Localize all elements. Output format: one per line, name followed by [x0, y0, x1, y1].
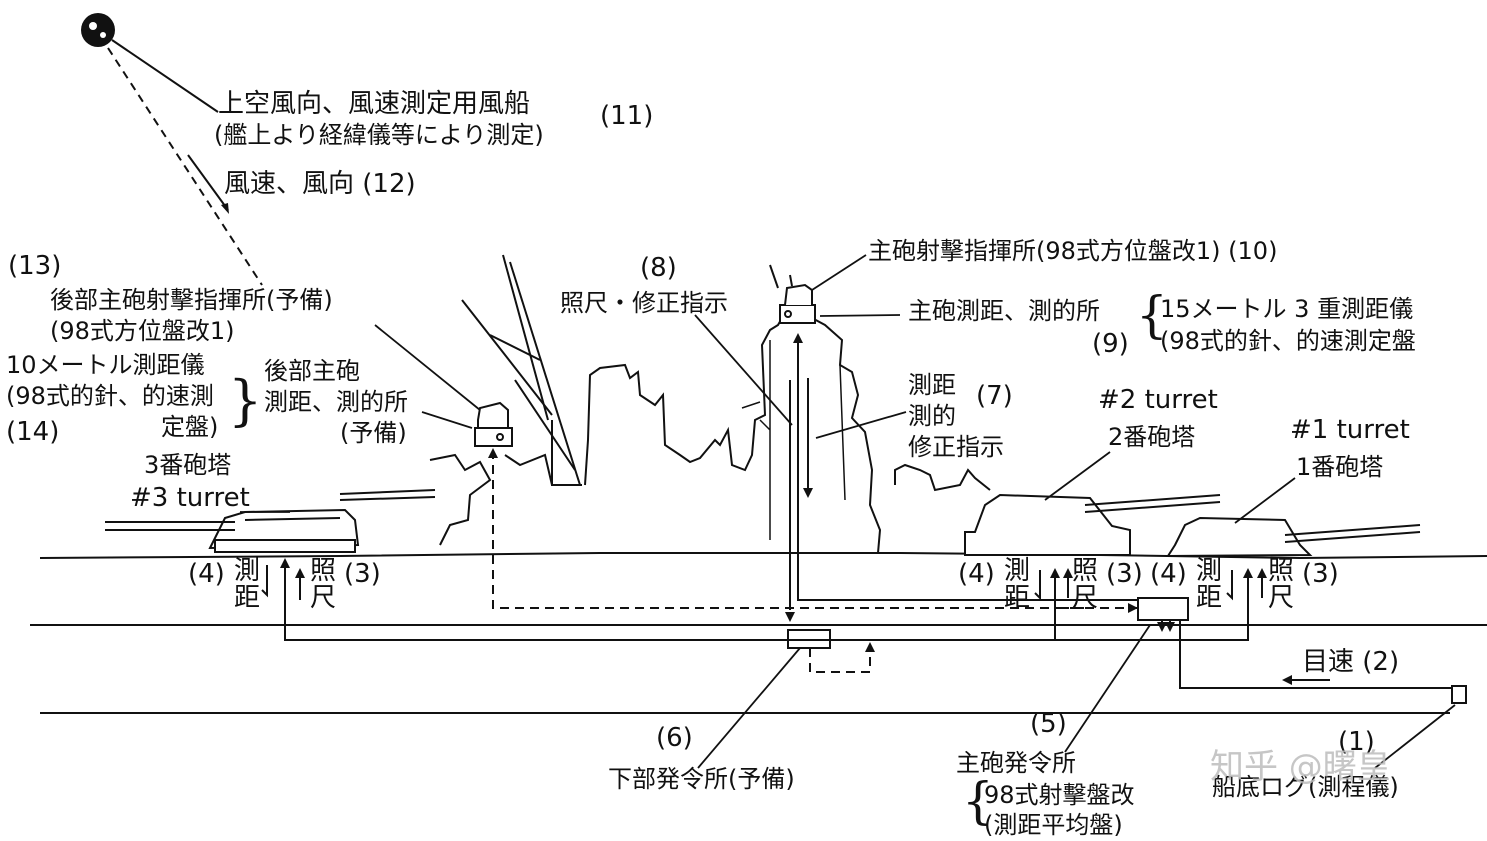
rf10-line1: 10メートル測距儀 — [6, 351, 205, 379]
balloon-number: (11) — [600, 101, 654, 131]
rf10-brace: } — [228, 369, 263, 432]
wind-balloon — [81, 13, 263, 286]
ranging-label: 測距 測的 修正指示 — [908, 370, 1004, 464]
ranging-line3: 修正指示 — [908, 433, 1004, 462]
watermark: 知乎 @曙皇 — [1210, 747, 1391, 787]
t3-ranging-char1: 測 — [234, 556, 261, 586]
t2-ranging-char2: 距 — [1004, 583, 1031, 614]
rf10-line3: 定盤) — [161, 413, 219, 442]
main-station-sub2: (測距平均盤) — [984, 811, 1123, 839]
t3-sight-char2: 尺 — [310, 583, 337, 614]
number-9: (9) — [1092, 329, 1129, 359]
t1-number-3: (3) — [1302, 559, 1339, 589]
number-13: (13) — [8, 251, 62, 281]
leader-lines — [240, 254, 1456, 769]
balloon-label-line1: 上空風向、風速測定用風船 — [218, 89, 531, 119]
main-director — [769, 264, 816, 324]
t3-sight-char1: 照 — [310, 556, 337, 586]
sight-correction-label: 照尺・修正指示 — [560, 289, 728, 317]
aft-director-label: 後部主砲射擊指揮所(予備) — [50, 286, 333, 314]
number-7: (7) — [976, 381, 1013, 411]
aft-rangefinder-label: 後部主砲 測距、測的所 (予備) — [264, 356, 408, 450]
t2-number-3: (3) — [1106, 559, 1143, 589]
turret-3-en-label: #3 turret — [130, 483, 250, 513]
balloon-sub-label: (艦上より経緯儀等により測定) — [214, 121, 544, 149]
t2-sight-vertical: 照 尺 — [1072, 556, 1099, 614]
rf15-sub-label: (98式的針、的速測定盤 — [1160, 327, 1416, 355]
aft-rf-line1: 後部主砲 — [264, 357, 360, 385]
aft-director-sub-label: (98式方位盤改1) — [50, 317, 235, 345]
number-5: (5) — [1030, 709, 1067, 739]
t3-ranging-char2: 距 — [234, 583, 261, 614]
rf10-line2: (98式的針、的速測 — [6, 382, 214, 411]
rf15-brace: { — [1136, 286, 1168, 344]
t2-number-4: (4) — [958, 559, 995, 589]
turret-1 — [1166, 516, 1421, 558]
log-box — [1451, 685, 1467, 704]
log-label: 船底ログ(測程儀) — [1212, 773, 1399, 801]
wind-label: 風速、風向 (12) — [224, 169, 416, 199]
main-rangefinder-label: 主砲測距、測的所 — [908, 297, 1100, 325]
t1-number-4: (4) — [1150, 559, 1187, 589]
balloon-label: 上空風向、風速測定用風船 — [218, 89, 531, 120]
t2-ranging-vertical: 測 距 — [1004, 556, 1031, 614]
signal-lines — [284, 335, 1452, 689]
dashed-lines — [492, 450, 1138, 673]
number-8: (8) — [640, 253, 677, 283]
aft-director — [474, 401, 513, 447]
rf10-label: 10メートル測距儀 (98式的針、的速測 定盤) — [6, 350, 218, 444]
t3-number-3: (3) — [344, 559, 381, 589]
main-station-sub1: 98式射擊盤改 — [984, 781, 1135, 809]
superstructure — [429, 317, 991, 554]
aft-rf-line3: (予備) — [340, 419, 407, 448]
aft-rf-line2: 測距、測的所 — [264, 388, 408, 417]
number-14: (14) — [6, 417, 60, 447]
number-1: (1) — [1338, 727, 1375, 757]
t2-sight-char2: 尺 — [1072, 583, 1099, 614]
t1-ranging-char1: 測 — [1196, 556, 1223, 586]
bridge-tower-lines — [741, 340, 846, 540]
turret-2 — [964, 493, 1221, 556]
ranging-line2: 測的 — [908, 402, 956, 431]
deck-line — [39, 552, 1487, 560]
turret-3-jp-label: 3番砲塔 — [144, 451, 232, 479]
turret-1-jp-label: 1番砲塔 — [1296, 453, 1384, 481]
turret-2-en-label: #2 turret — [1098, 385, 1218, 415]
lower-station-label: 下部発令所(予備) — [608, 765, 795, 793]
turret-2-jp-label: 2番砲塔 — [1108, 423, 1196, 451]
turret-3 — [105, 489, 436, 553]
t1-ranging-char2: 距 — [1196, 583, 1223, 614]
main-director-label: 主砲射擊指揮所(98式方位盤改1) (10) — [868, 237, 1278, 265]
t2-sight-char1: 照 — [1072, 556, 1099, 586]
t3-ranging-vertical: 測 距 — [234, 556, 261, 614]
t2-ranging-char1: 測 — [1004, 556, 1031, 586]
number-6: (6) — [656, 723, 693, 753]
t1-ranging-vertical: 測 距 — [1196, 556, 1223, 614]
ranging-ticks — [261, 565, 1263, 601]
ranging-line1: 測距 — [908, 371, 956, 399]
target-speed-label: 目速 (2) — [1302, 647, 1400, 677]
main-station-label: 主砲発令所 — [956, 749, 1076, 777]
main-station-brace: { — [962, 772, 994, 830]
t3-sight-vertical: 照 尺 — [310, 556, 337, 614]
main-station-box — [1137, 597, 1189, 621]
t1-sight-char2: 尺 — [1268, 583, 1295, 614]
rf15-label: 15メートル 3 重測距儀 — [1160, 295, 1414, 323]
t1-sight-vertical: 照 尺 — [1268, 556, 1295, 614]
t1-sight-char1: 照 — [1268, 556, 1295, 586]
turret-1-en-label: #1 turret — [1290, 415, 1410, 445]
t3-number-4: (4) — [188, 559, 225, 589]
